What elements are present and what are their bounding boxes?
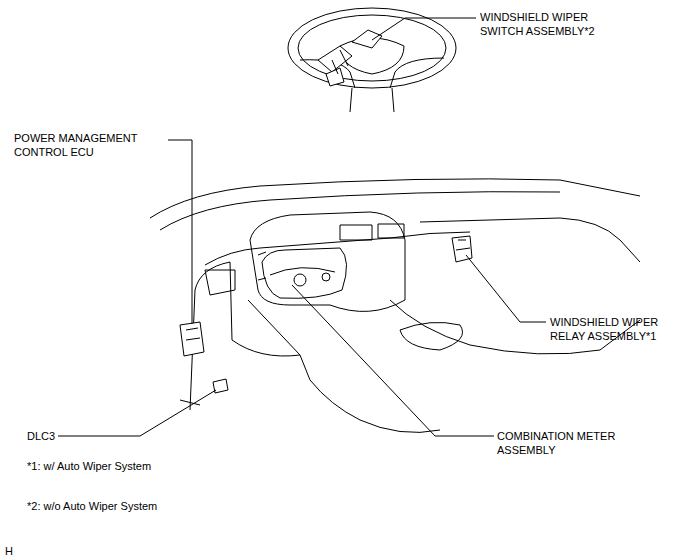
part-label: COMBINATION METER ASSEMBLY (497, 429, 647, 457)
part-label: WINDSHIELD WIPER SWITCH ASSEMBLY*2 (480, 10, 620, 38)
steering-wheel (288, 8, 456, 112)
footnote: *1: w/ Auto Wiper System (27, 459, 247, 473)
footnote: *2: w/o Auto Wiper System (27, 499, 247, 513)
wiper-switch (318, 30, 382, 86)
combination-meter (250, 212, 405, 311)
part-label: DLC3 (27, 429, 87, 443)
figure-code: H (5, 544, 35, 558)
part-label: POWER MANAGEMENT CONTROL ECU (14, 131, 164, 159)
part-label: WINDSHIELD WIPER RELAY ASSEMBLY*1 (550, 315, 685, 343)
leader-lines (58, 18, 546, 436)
power-management-ecu (180, 322, 204, 356)
